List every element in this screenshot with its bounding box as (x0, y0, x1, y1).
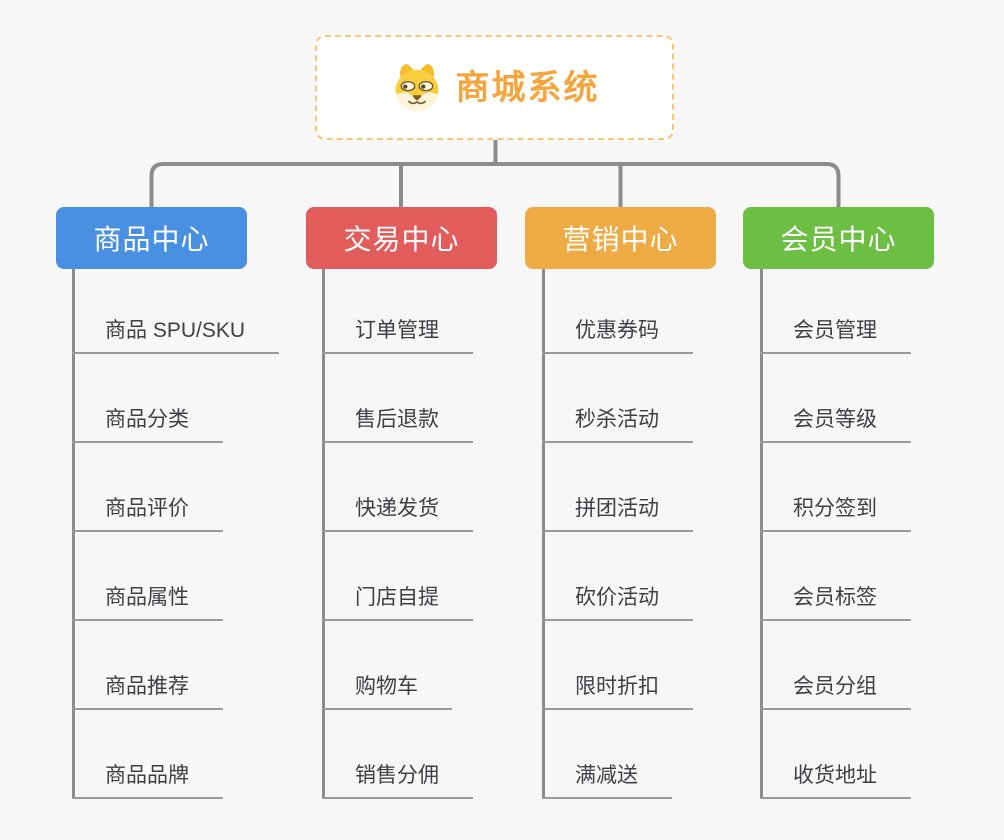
leaf-node[interactable]: 积分签到 (760, 443, 911, 532)
leaf-node[interactable]: 快递发货 (322, 443, 473, 532)
leaf-node[interactable]: 砍价活动 (542, 532, 693, 621)
root-title: 商城系统 (455, 68, 600, 107)
leaf-node[interactable]: 收货地址 (760, 710, 911, 799)
leaf-node[interactable]: 售后退款 (322, 354, 473, 443)
leaf-node[interactable]: 商品推荐 (72, 621, 223, 710)
leaf-node[interactable]: 购物车 (322, 621, 452, 710)
leaf-node[interactable]: 门店自提 (322, 532, 473, 621)
leaf-node[interactable]: 会员标签 (760, 532, 911, 621)
branch-children-product-center: 商品 SPU/SKU 商品分类 商品评价 商品属性 商品推荐 商品品牌 (72, 269, 280, 799)
leaf-node[interactable]: 订单管理 (322, 269, 473, 354)
leaf-node[interactable]: 会员管理 (760, 269, 911, 354)
leaf-node[interactable]: 商品评价 (72, 443, 223, 532)
leaf-node[interactable]: 商品分类 (72, 354, 223, 443)
branch-node-marketing-center[interactable]: 营销中心 (525, 207, 716, 269)
branch-children-marketing-center: 优惠券码 秒杀活动 拼团活动 砍价活动 限时折扣 满减送 (542, 269, 693, 799)
branch-children-member-center: 会员管理 会员等级 积分签到 会员标签 会员分组 收货地址 (760, 269, 911, 799)
leaf-node[interactable]: 商品属性 (72, 532, 223, 621)
leaf-node[interactable]: 拼团活动 (542, 443, 693, 532)
leaf-node[interactable]: 会员等级 (760, 354, 911, 443)
branch-children-trade-center: 订单管理 售后退款 快递发货 门店自提 购物车 销售分佣 (322, 269, 473, 799)
leaf-node[interactable]: 商品 SPU/SKU (72, 269, 280, 354)
leaf-node[interactable]: 会员分组 (760, 621, 911, 710)
branch-label: 会员中心 (780, 224, 897, 255)
branch-label: 交易中心 (343, 224, 460, 255)
branch-node-product-center[interactable]: 商品中心 (56, 207, 247, 269)
dog-face-icon (394, 63, 439, 111)
branch-node-trade-center[interactable]: 交易中心 (306, 207, 497, 269)
branch-label: 商品中心 (93, 224, 210, 255)
leaf-node[interactable]: 秒杀活动 (542, 354, 693, 443)
leaf-node[interactable]: 商品品牌 (72, 710, 223, 799)
branch-node-member-center[interactable]: 会员中心 (743, 207, 934, 269)
leaf-node[interactable]: 满减送 (542, 710, 672, 799)
leaf-node[interactable]: 销售分佣 (322, 710, 473, 799)
root-node[interactable]: 商城系统 (315, 35, 674, 140)
leaf-node[interactable]: 优惠券码 (542, 269, 693, 354)
branch-label: 营销中心 (562, 224, 679, 255)
leaf-node[interactable]: 限时折扣 (542, 621, 693, 710)
